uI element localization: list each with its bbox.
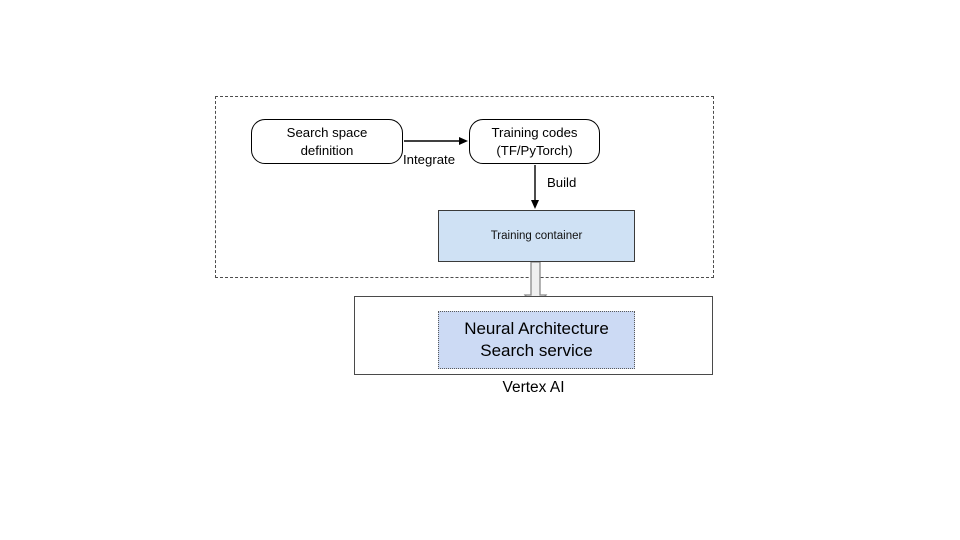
- edge-label-integrate: Integrate: [403, 152, 456, 167]
- node-search-space-definition[interactable]: Search space definition: [251, 119, 403, 164]
- dashed-group-region: [215, 96, 714, 278]
- node-training-codes[interactable]: Training codes (TF/PyTorch): [469, 119, 600, 164]
- node-training-codes-label: Training codes (TF/PyTorch): [491, 125, 578, 158]
- node-search-space-label: Search space definition: [286, 125, 368, 158]
- node-nas-service-label: Neural Architecture Search service: [464, 319, 609, 360]
- node-training-container[interactable]: Training container: [438, 210, 635, 262]
- node-neural-architecture-search-service[interactable]: Neural Architecture Search service: [438, 311, 635, 369]
- node-training-container-label: Training container: [490, 230, 583, 242]
- edge-label-build: Build: [547, 175, 577, 190]
- caption-vertex-ai: Vertex AI: [502, 379, 565, 396]
